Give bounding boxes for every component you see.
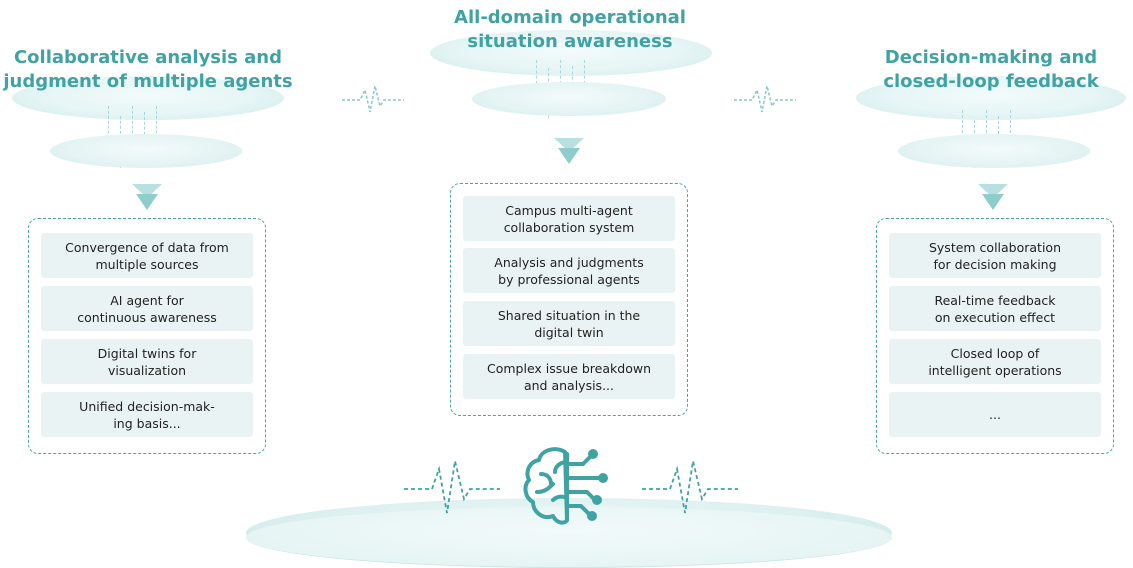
left-down-chevron-arrow-icon [132,184,162,210]
right-lower-disc [898,134,1090,168]
center-feature-item: Shared situation in the digital twin [463,301,675,346]
left-feature-panel: Convergence of data from multiple source… [28,218,266,454]
pulse-wave-icon [342,85,404,113]
pulse-wave-icon [404,460,500,514]
ai-brain-icon [523,447,608,525]
left-feature-item: AI agent for continuous awareness [41,286,253,331]
right-feature-item: Closed loop of intelligent operations [889,339,1101,384]
left-lower-disc [50,134,242,168]
right-feature-item: ... [889,392,1101,437]
center-feature-item: Analysis and judgments by professional a… [463,248,675,293]
right-feature-item: System collaboration for decision making [889,233,1101,278]
left-feature-item: Convergence of data from multiple source… [41,233,253,278]
center-feature-item: Campus multi-agent collaboration system [463,196,675,241]
pulse-wave-icon [734,85,796,113]
center-lower-disc [472,82,666,116]
right-feature-panel: System collaboration for decision making… [876,218,1114,454]
left-feature-item: Digital twins for visualization [41,339,253,384]
center-down-chevron-arrow-icon [554,138,584,164]
right-down-chevron-arrow-icon [978,184,1008,210]
pulse-wave-icon [642,460,738,514]
right-column-title: Decision-making and closed-loop feedback [883,47,1099,92]
center-feature-item: Complex issue breakdown and analysis... [463,354,675,399]
left-feature-item: Unified decision-mak- ing basis... [41,392,253,437]
center-column-title: All-domain operational situation awarene… [454,7,686,52]
right-title-disc [856,76,1126,120]
center-title-disc [430,30,712,76]
right-feature-item: Real-time feedback on execution effect [889,286,1101,331]
center-feature-panel: Campus multi-agent collaboration system … [450,183,688,416]
left-column-title: Collaborative analysis and judgment of m… [3,47,293,92]
left-title-disc [12,76,284,120]
